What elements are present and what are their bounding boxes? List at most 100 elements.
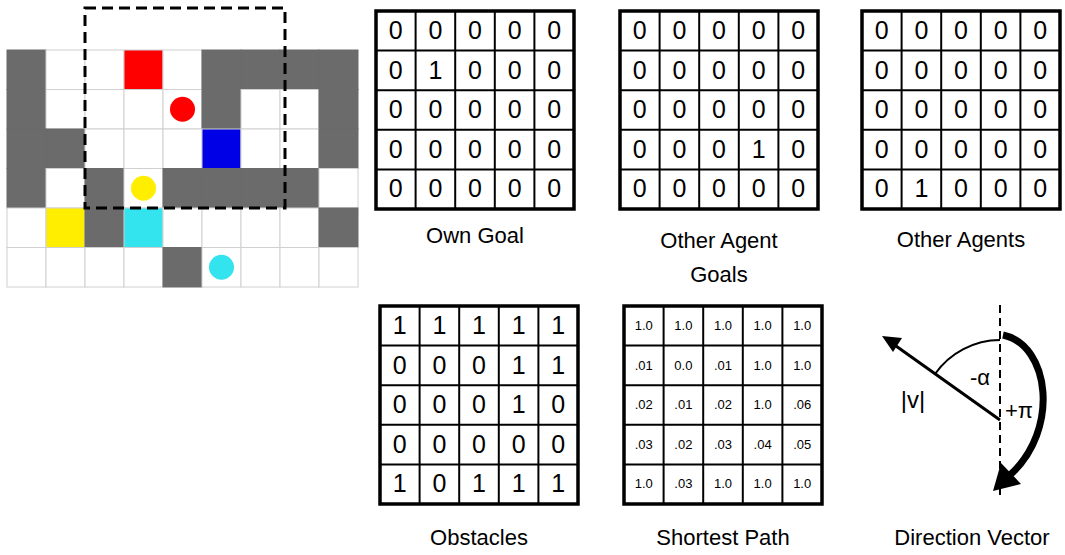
matrix-line <box>454 11 456 209</box>
matrix-value: .04 <box>743 425 783 465</box>
map-cell <box>46 90 85 130</box>
matrix-value: 1 <box>459 306 499 346</box>
map-cell <box>280 248 319 288</box>
matrix-value: 0 <box>620 169 660 209</box>
agent-marker <box>209 255 234 280</box>
matrix-value: 1.0 <box>664 306 704 346</box>
matrix-value: 0 <box>862 130 902 170</box>
matrix-value: 0 <box>455 51 495 91</box>
map-cell <box>85 208 124 248</box>
map-cell <box>7 169 46 209</box>
matrix-line <box>458 306 460 504</box>
map-cell <box>7 50 46 90</box>
matrix-value: 0 <box>538 425 578 465</box>
matrix-value: 0 <box>862 90 902 130</box>
map-cell <box>85 50 124 90</box>
matrix-value: 1 <box>538 346 578 386</box>
matrix-value: 1 <box>499 306 539 346</box>
matrix-value: 0 <box>862 169 902 209</box>
matrix-value: 0 <box>902 51 942 91</box>
matrix-value: 0 <box>455 130 495 170</box>
matrix-value: 1.0 <box>703 306 743 346</box>
matrix-value: 0 <box>660 169 700 209</box>
matrix-value: 0 <box>941 51 981 91</box>
matrix-line <box>862 89 1060 91</box>
matrix-value: 0 <box>739 169 779 209</box>
matrix-value: 0 <box>699 51 739 91</box>
matrix-line <box>777 11 779 209</box>
matrix-value: 0 <box>660 90 700 130</box>
matrix-value: 0 <box>660 11 700 51</box>
matrix-value: 0 <box>534 51 574 91</box>
matrix-value: 1 <box>739 130 779 170</box>
matrix-value: 0 <box>420 425 460 465</box>
matrix-value: .02 <box>703 385 743 425</box>
matrix-value: 1.0 <box>743 464 783 504</box>
matrix-value: 0 <box>941 90 981 130</box>
symbol-label: |v| <box>896 384 930 415</box>
matrix-line <box>620 168 818 170</box>
map-cell <box>241 248 280 288</box>
map-cell <box>319 129 358 169</box>
matrix-line <box>663 306 665 504</box>
matrix-value: 0 <box>739 90 779 130</box>
map-cell <box>46 129 85 169</box>
matrix-value: 0 <box>416 130 456 170</box>
matrix-value: 0 <box>495 169 535 209</box>
matrix-value: 0 <box>739 11 779 51</box>
matrix-caption: Own Goal <box>375 222 575 251</box>
matrix-value: .01 <box>664 385 704 425</box>
matrix-value: 0 <box>902 11 942 51</box>
matrix-value: 0 <box>416 90 456 130</box>
matrix-line <box>380 424 578 426</box>
matrix-value: 1.0 <box>782 464 822 504</box>
matrix-value: 0 <box>981 130 1021 170</box>
matrix-value: 1 <box>499 385 539 425</box>
matrix-value: 1.0 <box>624 464 664 504</box>
matrix-border <box>624 306 822 504</box>
map-cell <box>163 169 202 209</box>
matrix-caption: Other Agent Goals <box>644 224 794 292</box>
matrix-line <box>624 424 822 426</box>
matrix-value: 0 <box>376 11 416 51</box>
matrix-value: 0 <box>660 51 700 91</box>
matrix-value: 1.0 <box>782 306 822 346</box>
matrix-line <box>862 168 1060 170</box>
map-cell <box>241 50 280 90</box>
matrix-value: 0 <box>1020 51 1060 91</box>
map-cell <box>202 90 241 130</box>
matrix-line <box>862 50 1060 52</box>
map-cell <box>85 248 124 288</box>
matrix-value: 0 <box>459 425 499 465</box>
map-cell <box>7 129 46 169</box>
matrix-value: .03 <box>664 464 704 504</box>
map-cell <box>7 248 46 288</box>
matrix-value: 0 <box>981 51 1021 91</box>
matrix-value: 0 <box>778 130 818 170</box>
matrix-value: 0 <box>778 169 818 209</box>
map-cell <box>124 90 163 130</box>
matrix-value: 0 <box>778 90 818 130</box>
matrix-value: .02 <box>624 385 664 425</box>
map-cell <box>202 50 241 90</box>
symbol-label: +π <box>1003 397 1035 426</box>
angle-arc <box>935 340 1000 374</box>
matrix-value: 0 <box>660 130 700 170</box>
matrix-value: .02 <box>664 425 704 465</box>
matrix-value: 0 <box>1020 169 1060 209</box>
matrix-line <box>620 129 818 131</box>
matrix-value: 0 <box>380 346 420 386</box>
matrix-value: .05 <box>782 425 822 465</box>
matrix-value: 0 <box>376 51 416 91</box>
map-cell <box>7 208 46 248</box>
matrix-value: 1.0 <box>743 346 783 386</box>
matrix-value: 0 <box>455 169 495 209</box>
matrix-value: 0 <box>455 90 495 130</box>
matrix-value: 0 <box>699 90 739 130</box>
matrix-line <box>380 463 578 465</box>
matrix-value: 1 <box>499 464 539 504</box>
matrix-value: 0 <box>495 90 535 130</box>
map-cell <box>163 90 202 130</box>
map-cell <box>46 169 85 209</box>
